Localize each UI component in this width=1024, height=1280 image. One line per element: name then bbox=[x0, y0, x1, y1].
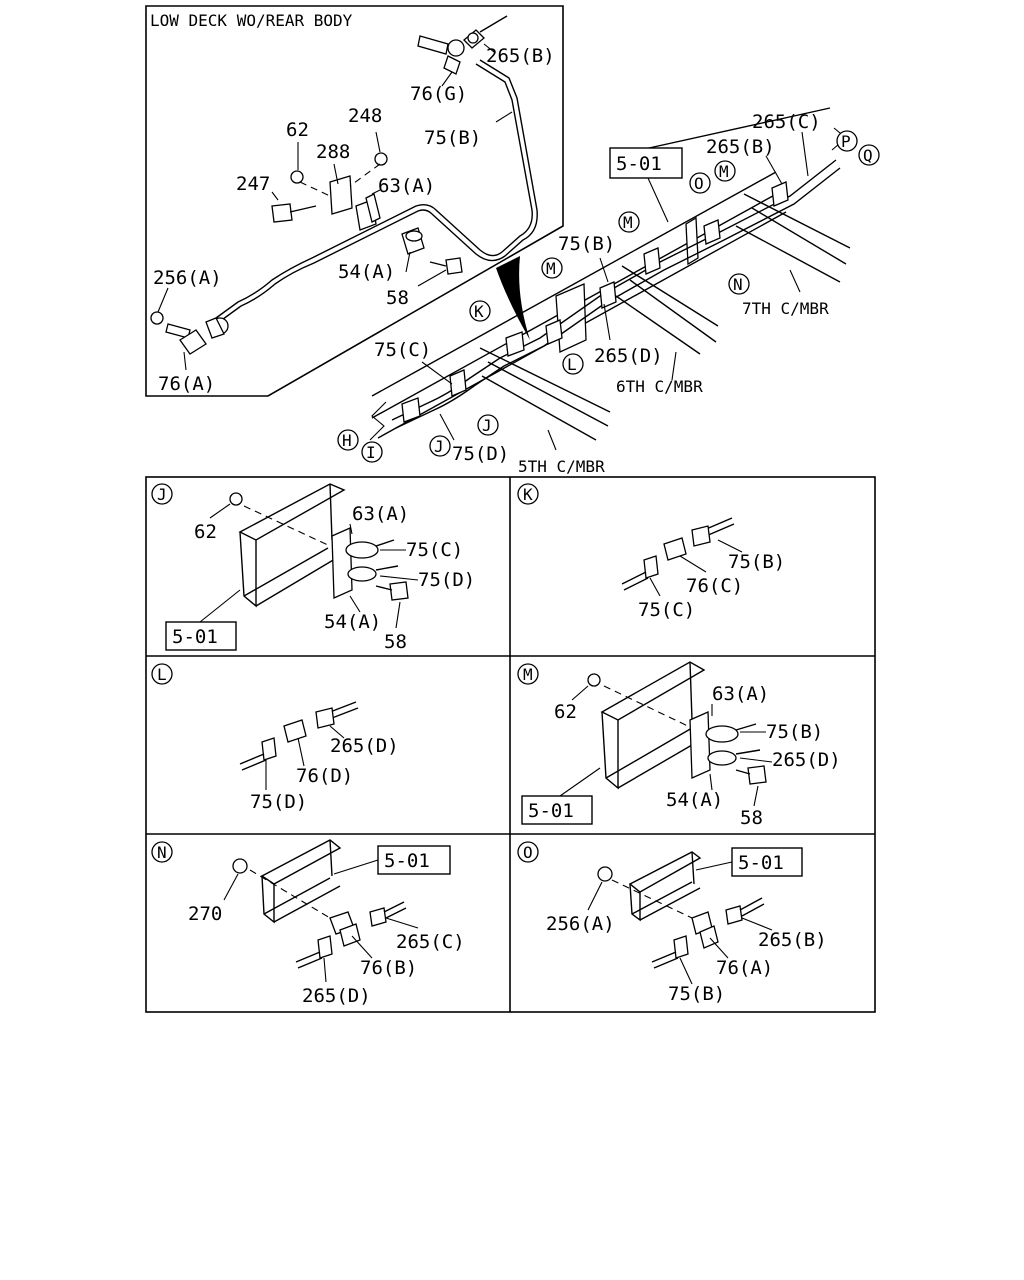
detail-o: O 5-01 256(A) 265(B) 76(A) 75(B) bbox=[517, 841, 827, 1005]
main-circle-n: N bbox=[728, 273, 750, 295]
inset-label: 63(A) bbox=[378, 175, 435, 197]
svg-text:O: O bbox=[694, 174, 704, 193]
detail-label: 265(D) bbox=[302, 985, 371, 1007]
detail-letter: N bbox=[157, 843, 167, 862]
inset-label: 265(B) bbox=[486, 45, 555, 67]
svg-text:Q: Q bbox=[863, 146, 873, 165]
detail-label: 75(D) bbox=[250, 791, 307, 813]
detail-label: 75(C) bbox=[406, 539, 463, 561]
detail-label: 58 bbox=[740, 807, 763, 829]
detail-label: 62 bbox=[194, 521, 217, 543]
main-circle-p: P bbox=[836, 130, 858, 152]
main-circle-m: M bbox=[714, 160, 736, 182]
main-circle-j: J bbox=[477, 414, 499, 436]
inset-label: 288 bbox=[316, 141, 350, 163]
svg-text:M: M bbox=[546, 259, 556, 278]
main-circle-l: L bbox=[562, 353, 584, 375]
main-circle-o: O bbox=[689, 172, 711, 194]
detail-label: 75(B) bbox=[728, 551, 785, 573]
detail-label: 265(C) bbox=[396, 931, 465, 953]
main-circle-i: I bbox=[361, 441, 383, 463]
main-label: 75(B) bbox=[558, 233, 615, 255]
svg-text:M: M bbox=[719, 162, 729, 181]
main-assembly: 5-01 P Q O M M N M K L H I J J 265(C) 26… bbox=[337, 107, 880, 476]
inset-label: 54(A) bbox=[338, 261, 395, 283]
main-circle-m: M bbox=[618, 211, 640, 233]
detail-letter: J bbox=[157, 485, 167, 504]
detail-ref-box: 5-01 bbox=[172, 626, 218, 648]
svg-text:J: J bbox=[482, 416, 492, 435]
main-circle-m: M bbox=[541, 257, 563, 279]
detail-label: 75(C) bbox=[638, 599, 695, 621]
member-label: 6TH C/MBR bbox=[616, 377, 703, 396]
svg-text:P: P bbox=[841, 132, 851, 151]
svg-text:I: I bbox=[366, 443, 376, 462]
detail-label: 76(D) bbox=[296, 765, 353, 787]
member-label: 5TH C/MBR bbox=[518, 457, 605, 476]
detail-ref-box: 5-01 bbox=[384, 850, 430, 872]
detail-n: N 5-01 270 265(C) 76(B) 265(D) bbox=[151, 839, 465, 1007]
detail-label: 256(A) bbox=[546, 913, 615, 935]
detail-j: J 5-01 62 63(A) 75(C) 75(D) 54(A) 58 bbox=[151, 483, 475, 653]
main-label: 265(D) bbox=[594, 345, 663, 367]
inset-label: 58 bbox=[386, 287, 409, 309]
svg-text:M: M bbox=[623, 213, 633, 232]
detail-letter: L bbox=[157, 665, 167, 684]
detail-m: M 5-01 62 63(A) 75(B) 265(D) 54(A) 58 bbox=[517, 661, 841, 829]
detail-ref-box: 5-01 bbox=[738, 852, 784, 874]
main-label: 75(C) bbox=[374, 339, 431, 361]
inset-title: LOW DECK WO/REAR BODY bbox=[150, 11, 353, 30]
svg-text:N: N bbox=[733, 275, 743, 294]
detail-label: 265(D) bbox=[772, 749, 841, 771]
detail-grid bbox=[145, 476, 876, 1013]
inset-panel: LOW DECK WO/REAR BODY bbox=[145, 5, 564, 397]
detail-letter: O bbox=[523, 843, 533, 862]
detail-label: 270 bbox=[188, 903, 222, 925]
inset-label: 256(A) bbox=[153, 267, 222, 289]
detail-letter: M bbox=[523, 665, 533, 684]
detail-label: 54(A) bbox=[324, 611, 381, 633]
detail-l: L 265(D) 76(D) 75(D) bbox=[151, 663, 399, 813]
detail-label: 265(D) bbox=[330, 735, 399, 757]
detail-label: 63(A) bbox=[352, 503, 409, 525]
detail-label: 63(A) bbox=[712, 683, 769, 705]
detail-label: 265(B) bbox=[758, 929, 827, 951]
main-label: 75(D) bbox=[452, 443, 509, 465]
inset-label: 62 bbox=[286, 119, 309, 141]
main-circle-j: J bbox=[429, 435, 451, 457]
detail-label: 75(D) bbox=[418, 569, 475, 591]
main-circle-k: K bbox=[469, 300, 491, 322]
detail-label: 58 bbox=[384, 631, 407, 653]
detail-label: 76(A) bbox=[716, 957, 773, 979]
inset-label: 248 bbox=[348, 105, 382, 127]
svg-text:K: K bbox=[474, 302, 484, 321]
main-label: 265(C) bbox=[752, 111, 821, 133]
member-label: 7TH C/MBR bbox=[742, 299, 829, 318]
detail-label: 75(B) bbox=[668, 983, 725, 1005]
inset-label: 76(A) bbox=[158, 373, 215, 395]
main-circle-q: Q bbox=[858, 144, 880, 166]
detail-label: 75(B) bbox=[766, 721, 823, 743]
inset-label: 75(B) bbox=[424, 127, 481, 149]
svg-text:J: J bbox=[434, 437, 444, 456]
detail-k: K 75(B) 76(C) 75(C) bbox=[517, 483, 785, 621]
detail-label: 76(B) bbox=[360, 957, 417, 979]
main-circle-h: H bbox=[337, 429, 359, 451]
detail-ref-box: 5-01 bbox=[528, 800, 574, 822]
inset-label: 76(G) bbox=[410, 83, 467, 105]
detail-label: 76(C) bbox=[686, 575, 743, 597]
detail-label: 62 bbox=[554, 701, 577, 723]
detail-letter: K bbox=[523, 485, 533, 504]
main-ref-box: 5-01 bbox=[616, 153, 662, 175]
inset-label: 247 bbox=[236, 173, 270, 195]
detail-label: 54(A) bbox=[666, 789, 723, 811]
svg-text:L: L bbox=[567, 355, 577, 374]
main-label: 265(B) bbox=[706, 136, 775, 158]
svg-text:H: H bbox=[342, 431, 352, 450]
